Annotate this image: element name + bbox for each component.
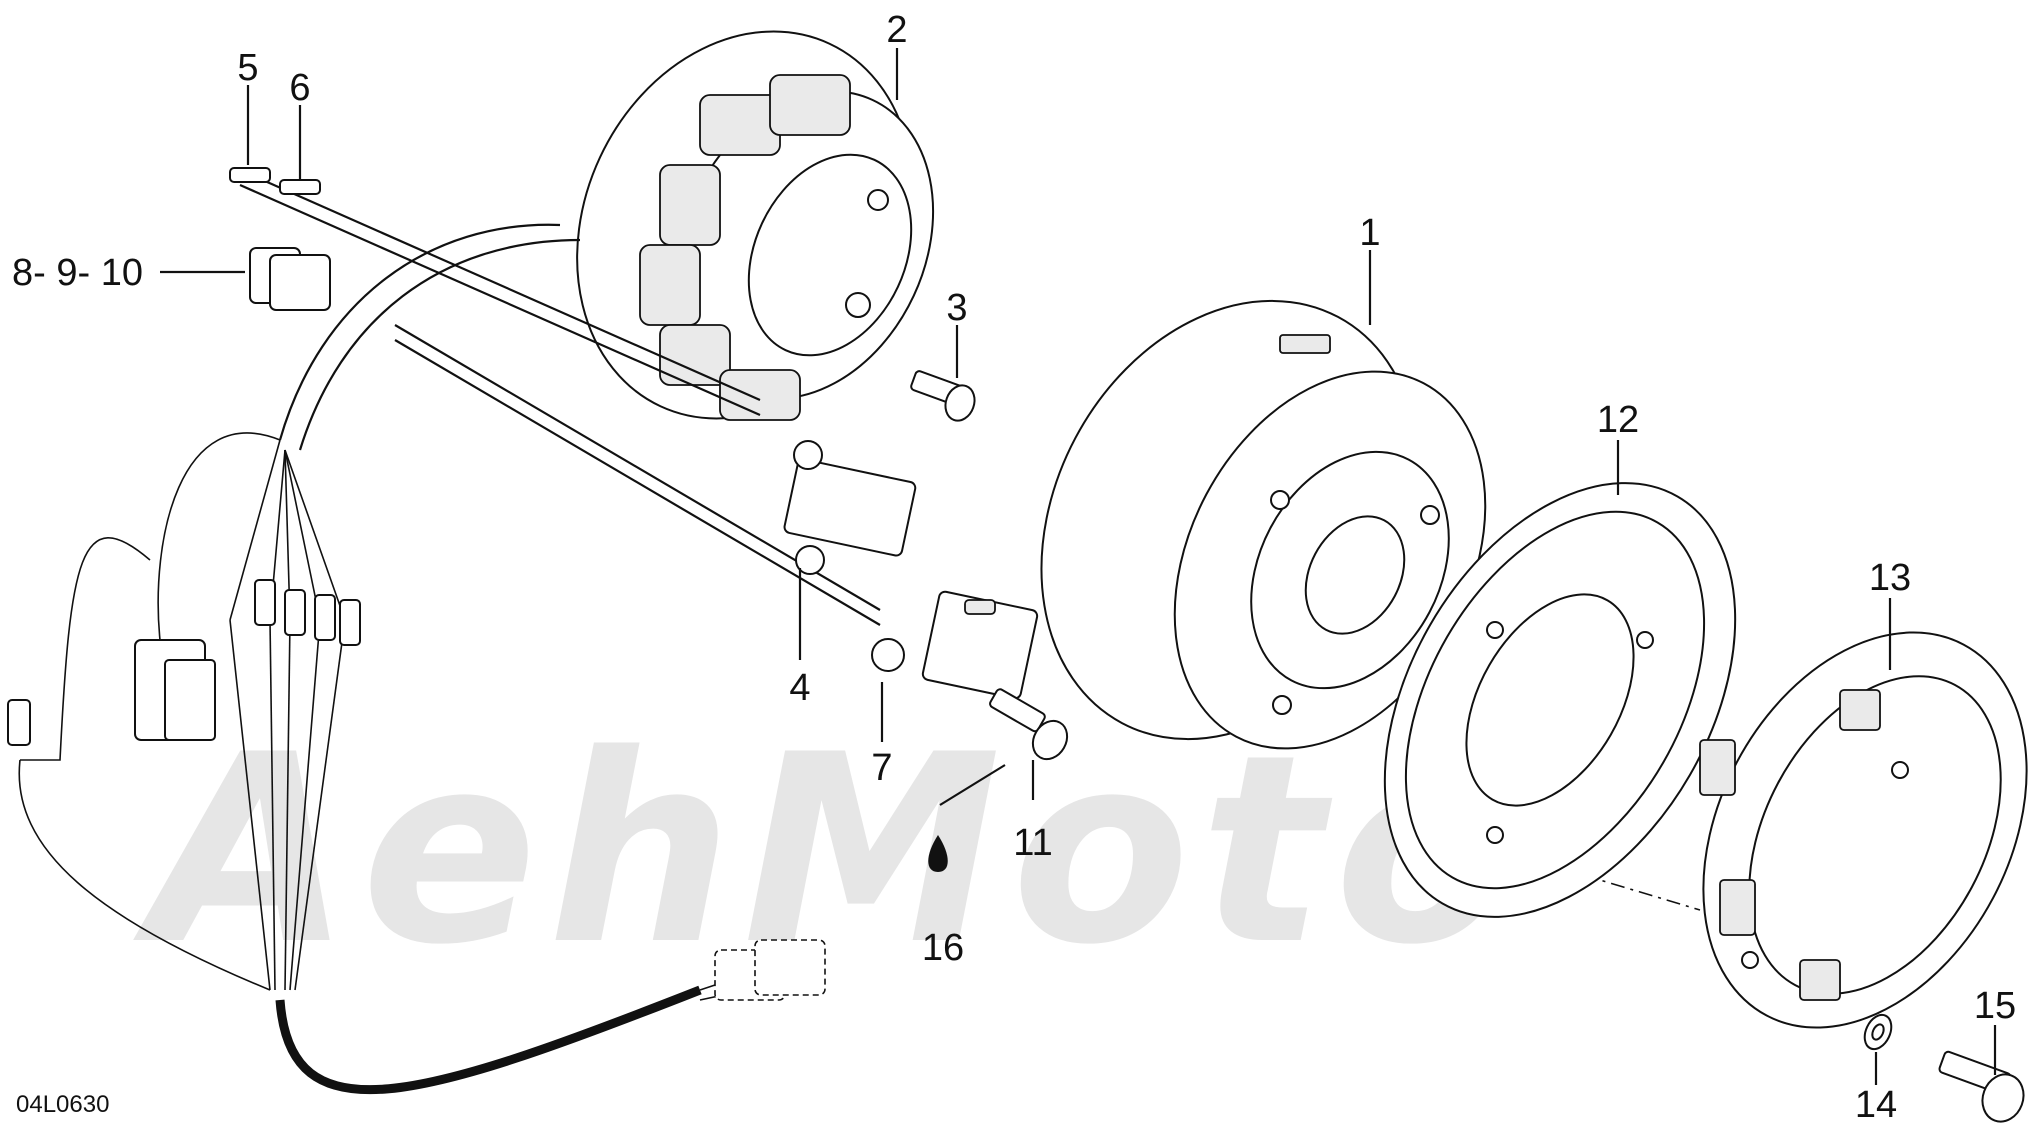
callout-13: 13 bbox=[1869, 557, 1911, 599]
sensor bbox=[871, 590, 1039, 700]
callout-11: 11 bbox=[1013, 822, 1052, 864]
callout-14: 14 bbox=[1855, 1084, 1897, 1126]
washer bbox=[1863, 1013, 1893, 1051]
starter-bolt bbox=[1938, 1050, 2025, 1123]
stator-screw bbox=[910, 370, 976, 422]
starter-cup bbox=[1699, 631, 2028, 1029]
callout-1: 1 bbox=[1359, 212, 1380, 254]
callout-8-9-10: 8- 9- 10 bbox=[12, 252, 143, 294]
callout-7: 7 bbox=[871, 747, 892, 789]
callout-labels: 1 2 3 4 5 6 7 8- 9- 10 11 12 13 14 15 16 bbox=[12, 9, 2016, 1126]
leader-lines bbox=[160, 48, 1997, 1085]
terminals bbox=[229, 167, 331, 311]
callout-5: 5 bbox=[237, 47, 258, 89]
callout-4: 4 bbox=[789, 667, 810, 709]
drawing-code: 04L0630 bbox=[16, 1091, 109, 1118]
sensor-bolt bbox=[989, 688, 1069, 761]
stator bbox=[576, 30, 935, 421]
harness-connectors bbox=[7, 579, 826, 1001]
callout-3: 3 bbox=[946, 287, 967, 329]
trigger-coil bbox=[783, 440, 917, 575]
callout-6: 6 bbox=[289, 67, 310, 109]
flywheel bbox=[1040, 299, 1487, 750]
callout-12: 12 bbox=[1597, 399, 1639, 441]
callout-15: 15 bbox=[1974, 985, 2016, 1027]
callout-2: 2 bbox=[886, 9, 907, 51]
callout-16: 16 bbox=[922, 927, 964, 969]
drop-icon bbox=[928, 835, 948, 872]
starter-plate bbox=[1383, 482, 1737, 918]
